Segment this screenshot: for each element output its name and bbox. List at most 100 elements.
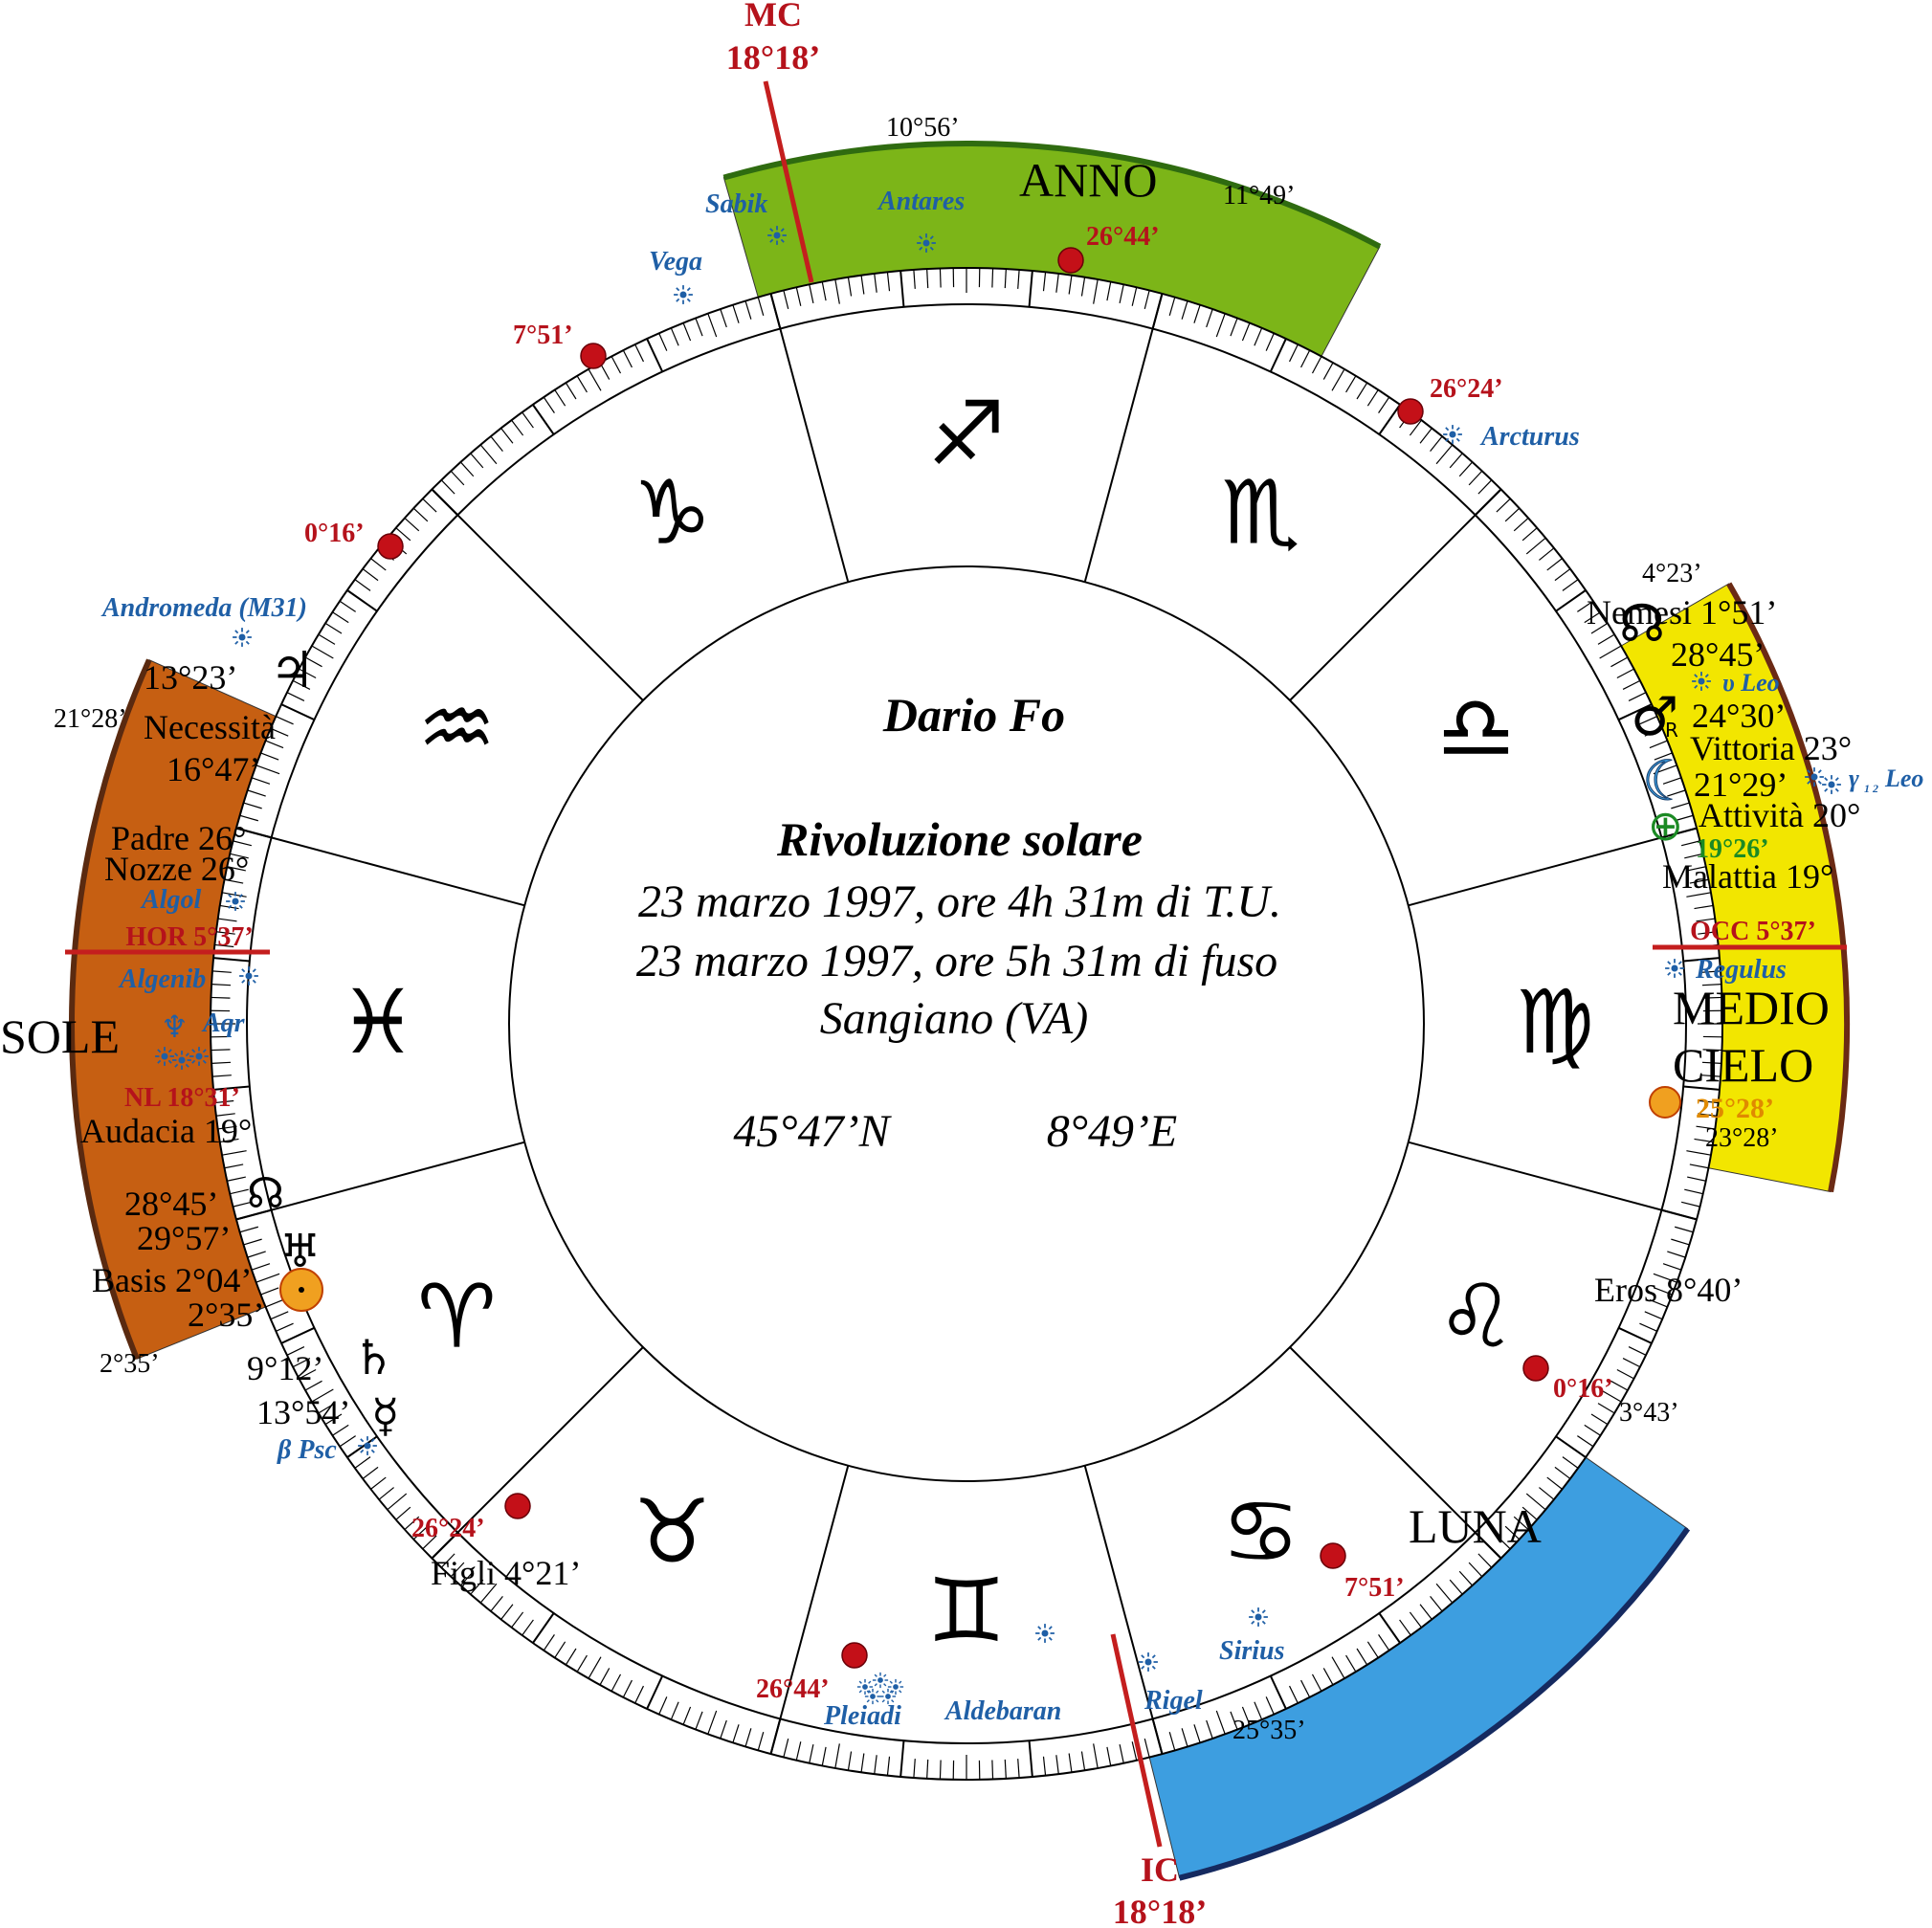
degree-tick	[795, 1741, 802, 1761]
degree-tick	[634, 1685, 644, 1704]
degree-tick	[422, 498, 437, 513]
degree-tick	[221, 1150, 247, 1156]
luna-end: 25°35’	[1232, 1716, 1306, 1745]
degree-tick	[543, 1634, 555, 1651]
degree-tick	[459, 1570, 475, 1586]
degree-tick	[886, 1756, 891, 1776]
degree-tick	[847, 1751, 853, 1771]
sign-boundary	[235, 827, 525, 907]
degree-tick	[576, 1654, 588, 1673]
degree-tick	[339, 600, 356, 612]
redpoint-label-lower-left: 26°24’	[411, 1514, 485, 1543]
degree-tick	[695, 1711, 703, 1730]
sign-boundary	[1408, 827, 1698, 907]
sign-cancer-icon: ♋	[1221, 1481, 1299, 1584]
degree-tick	[1667, 789, 1686, 797]
upsilon-leo-label: υ Leo	[1722, 669, 1780, 697]
degree-tick	[622, 1679, 633, 1698]
star-icon	[673, 284, 694, 305]
degree-tick	[991, 268, 994, 288]
degree-tick	[217, 1125, 237, 1130]
red-point-7	[841, 1642, 868, 1669]
degree-tick	[1168, 1732, 1176, 1751]
degree-tick	[230, 853, 249, 859]
degree-tick	[1644, 1311, 1663, 1320]
center-block: Dario Fo Rivoluzione solare 23 marzo 199…	[636, 688, 1281, 1157]
degree-tick	[1504, 1525, 1521, 1540]
degree-tick	[422, 1535, 437, 1550]
mars-icon: ♂	[1631, 686, 1678, 748]
degree-tick	[230, 1188, 249, 1195]
degree-tick	[1378, 1612, 1401, 1644]
degree-tick	[212, 957, 250, 963]
degree-tick	[395, 1506, 411, 1520]
degree-tick	[378, 1487, 394, 1500]
sign-pisces-icon: ♓	[339, 971, 417, 1074]
degree-tick	[1680, 1201, 1700, 1208]
degree-tick	[339, 1435, 356, 1448]
red-point-6	[504, 1493, 531, 1519]
star-icon	[238, 965, 259, 986]
degree-tick	[522, 411, 534, 429]
redpoint-label-upper-right: 26°24’	[1430, 374, 1503, 404]
degree-tick	[260, 1287, 279, 1296]
sign-boundary	[1083, 293, 1164, 583]
degree-tick	[670, 1701, 679, 1720]
degree-tick	[440, 1553, 455, 1568]
degree-tick	[1662, 777, 1682, 785]
degree-tick	[926, 269, 929, 289]
degree-tick	[991, 1760, 994, 1780]
degree-tick	[1590, 1413, 1609, 1426]
degree-tick	[292, 1358, 311, 1368]
degree-tick	[732, 304, 740, 323]
degree-tick	[1435, 1583, 1454, 1604]
anno-start: 10°56’	[886, 113, 960, 143]
degree-tick	[1080, 277, 1086, 297]
red-point-1	[580, 343, 607, 369]
south-node-label: 28°45’	[124, 1185, 218, 1223]
pleiadi-star-icon	[856, 1678, 874, 1695]
red-points	[377, 247, 1549, 1669]
degree-tick	[395, 527, 411, 542]
red-point-4	[1522, 1355, 1549, 1382]
redpoint-label-left: 0°16’	[304, 519, 365, 548]
degree-tick	[646, 1675, 664, 1710]
medio-label-2: CIELO	[1673, 1038, 1813, 1092]
figli-label: Figli 4°21’	[431, 1554, 581, 1592]
degree-tick	[1399, 1619, 1411, 1636]
necessita-degree: 16°47’	[167, 750, 260, 788]
star-icon	[154, 1046, 175, 1067]
sign-gemini-icon: ♊	[927, 1560, 1006, 1662]
sign-boundary	[1289, 488, 1502, 701]
degree-tick	[1331, 368, 1345, 391]
degree-tick	[1366, 1641, 1379, 1658]
degree-tick	[346, 589, 378, 612]
degree-tick	[1701, 1061, 1721, 1064]
degree-tick	[239, 1226, 258, 1233]
degree-tick	[532, 1612, 555, 1644]
sign-scorpio-icon: ♏	[1221, 461, 1299, 564]
degree-tick	[1686, 892, 1712, 898]
degree-tick	[1215, 313, 1226, 338]
degree-tick	[874, 1755, 877, 1775]
place: Sangiano (VA)	[820, 993, 1088, 1044]
degree-tick	[280, 703, 315, 721]
degree-tick	[576, 375, 588, 393]
south-node-icon: ☊	[247, 1169, 284, 1218]
date-local: 23 marzo 1997, ore 5h 31m di fuso	[636, 936, 1277, 986]
degree-tick	[720, 1719, 727, 1740]
star-icon	[171, 1050, 192, 1071]
degree-tick	[1696, 918, 1716, 922]
degree-tick	[1265, 1696, 1275, 1715]
degree-tick	[440, 479, 455, 495]
degree-tick	[412, 507, 429, 522]
degree-tick	[211, 1075, 232, 1077]
star-sabik-label: Sabik	[705, 189, 767, 219]
degree-tick	[1241, 322, 1251, 342]
red-point-0	[1057, 247, 1084, 274]
degree-tick	[370, 1476, 387, 1490]
degree-tick	[532, 404, 555, 435]
fortune-icon: ⊕	[1648, 802, 1683, 851]
degree-tick	[834, 1743, 840, 1769]
degree-tick	[720, 308, 727, 328]
